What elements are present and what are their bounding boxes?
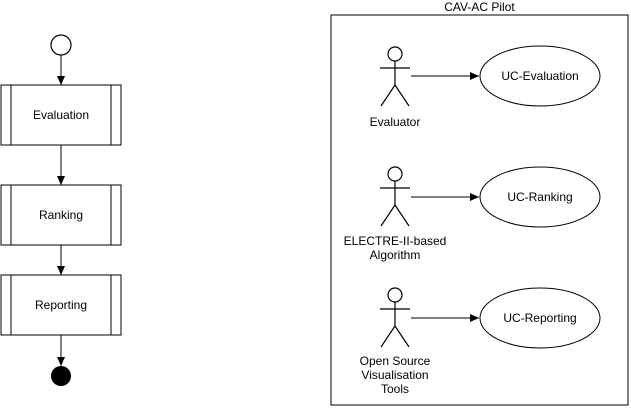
actor-figure-electre xyxy=(380,166,410,227)
process-box-evaluation xyxy=(0,84,122,146)
actor-label-electre: ELECTRE-II-based Algorithm xyxy=(343,234,447,262)
end-node xyxy=(51,366,71,386)
step-label-reporting: Reporting xyxy=(34,298,88,312)
actor-label-evaluator: Evaluator xyxy=(369,115,421,129)
usecase-ellipse-evaluation xyxy=(479,45,601,107)
actor-figure-visualisation xyxy=(380,287,410,348)
process-box-ranking xyxy=(0,184,122,246)
usecase-ellipse-ranking xyxy=(479,166,601,228)
usecase-label-evaluation: UC-Evaluation xyxy=(501,69,579,83)
step-label-ranking: Ranking xyxy=(38,208,84,222)
actor-label-visualisation: Open Source Visualisation Tools xyxy=(359,354,431,396)
usecase-ellipse-reporting xyxy=(479,287,601,349)
usecase-label-ranking: UC-Ranking xyxy=(507,190,573,204)
start-node xyxy=(50,34,72,56)
actor-figure-evaluator xyxy=(380,46,410,107)
pilot-title: CAV-AC Pilot xyxy=(444,0,515,14)
step-label-evaluation: Evaluation xyxy=(32,108,90,122)
usecase-label-reporting: UC-Reporting xyxy=(503,311,577,325)
